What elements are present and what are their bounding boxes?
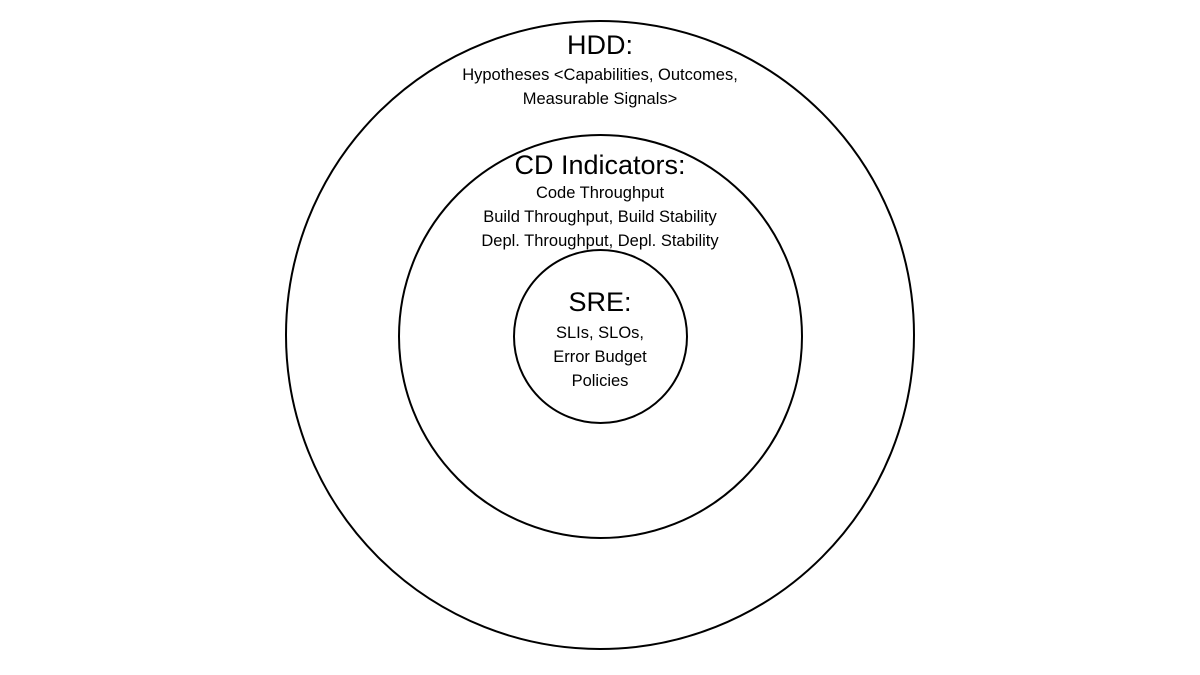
hdd-title: HDD:	[567, 30, 633, 60]
sre-line-3: Policies	[571, 372, 629, 390]
cd-indicators-label-group: CD Indicators: Code Throughput Build Thr…	[420, 150, 780, 253]
cd-indicators-line-3: Depl. Throughput, Depl. Stability	[481, 232, 719, 250]
sre-line-2: Error Budget	[553, 348, 647, 366]
inner-ring-sre	[513, 249, 688, 424]
outer-ring-hdd	[285, 20, 915, 650]
cd-indicators-line-2: Build Throughput, Build Stability	[483, 208, 717, 226]
hdd-line-2: Measurable Signals>	[522, 90, 678, 108]
middle-ring-cd-indicators	[398, 134, 803, 539]
sre-line-1: SLIs, SLOs,	[555, 324, 645, 342]
hdd-line-1: Hypotheses <Capabilities, Outcomes,	[462, 66, 738, 84]
cd-indicators-line-1: Code Throughput	[535, 184, 665, 202]
sre-title: SRE:	[568, 287, 632, 317]
hdd-label-group: HDD: Hypotheses <Capabilities, Outcomes,…	[400, 30, 800, 111]
cd-indicators-title: CD Indicators:	[514, 150, 686, 180]
sre-label-group: SRE: SLIs, SLOs, Error Budget Policies	[520, 287, 680, 393]
